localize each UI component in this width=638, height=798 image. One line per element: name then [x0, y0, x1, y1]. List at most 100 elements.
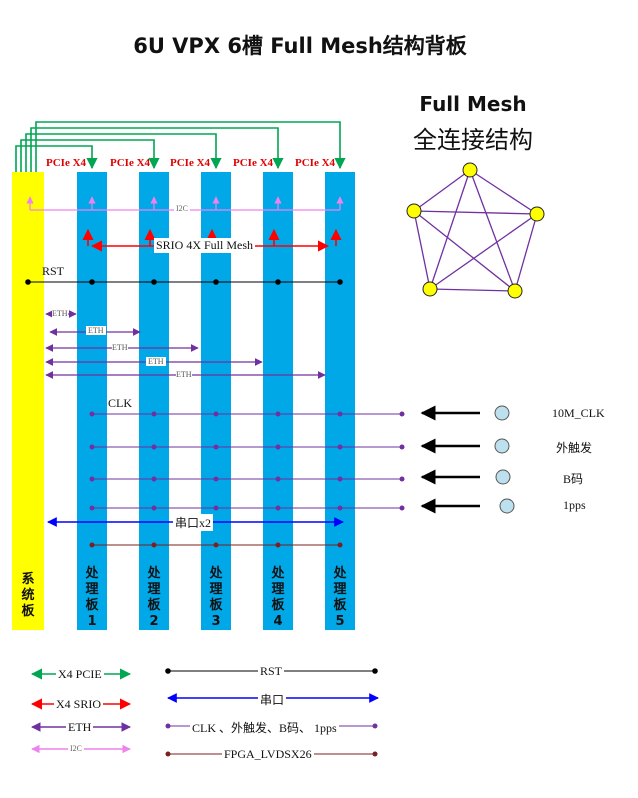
pcie-route-2	[20, 139, 160, 172]
clk-dot	[275, 411, 281, 417]
lvds-dot	[337, 542, 343, 548]
legend-label-i2c: I2C	[68, 744, 84, 753]
pps-dot	[213, 505, 219, 511]
legend-label-uart: 串口	[258, 691, 287, 708]
pcie-routing	[15, 121, 346, 172]
clk-dot	[399, 411, 405, 417]
rst-dot-5	[337, 279, 343, 285]
input-node-1	[494, 405, 510, 421]
processor-board-5	[325, 172, 355, 630]
pcie-route-4	[30, 127, 284, 172]
legend-label-srio: X4 SRIO	[54, 697, 104, 712]
lvds-bus	[89, 542, 343, 548]
legend-dot-clk	[372, 723, 378, 729]
bcode-dot	[89, 476, 95, 482]
bcode-dot	[275, 476, 281, 482]
mesh-edge	[429, 288, 516, 292]
lvds-dot	[89, 542, 95, 548]
bcode-dot	[213, 476, 219, 482]
pcie-route-3	[25, 133, 222, 172]
rst-dot-4	[275, 279, 281, 285]
input-label-3: B码	[563, 472, 584, 486]
rst-dot-3	[213, 279, 219, 285]
clk-dot	[213, 411, 219, 417]
rst-dot-1	[89, 279, 95, 285]
pps-dot	[89, 505, 95, 511]
pps-dot	[151, 505, 157, 511]
mesh-title: Full Mesh	[419, 92, 527, 116]
legend-dot-lvds	[165, 751, 171, 757]
processor-board-4	[263, 172, 293, 630]
mesh-edge	[429, 213, 538, 290]
i2c-label: I2C	[174, 204, 190, 213]
rst-dot-2	[151, 279, 157, 285]
input-node-2	[494, 438, 510, 454]
pcie-label-4: PCIe X4	[233, 157, 274, 169]
mesh-edge	[413, 169, 471, 212]
srio-label: SRIO 4X Full Mesh	[154, 238, 256, 253]
mesh-edge	[429, 169, 471, 290]
mesh-node	[406, 203, 422, 219]
pcie-route-5	[35, 121, 346, 172]
external-inputs	[420, 405, 515, 514]
trig-dot	[89, 444, 95, 450]
mesh-subtitle: 全连接结构	[413, 126, 533, 154]
mesh-node	[422, 281, 438, 297]
uart-label: 串口x2	[173, 514, 214, 531]
legend-dot-rst	[372, 668, 378, 674]
legend-dot-rst	[165, 668, 171, 674]
eth-label-a: ETH	[52, 309, 68, 318]
trig-dot	[275, 444, 281, 450]
lvds-dot	[213, 542, 219, 548]
trig-dot	[213, 444, 219, 450]
pcie-label-5: PCIe X4	[295, 157, 336, 169]
pcie-label-1: PCIe X4	[46, 157, 87, 169]
pps-dot	[399, 505, 405, 511]
lvds-dot	[275, 542, 281, 548]
mesh-edge	[413, 210, 431, 290]
legend-label-rst: RST	[258, 664, 285, 679]
legend-label-eth: ETH	[66, 720, 94, 735]
full-mesh-nodes	[406, 162, 545, 299]
input-node-4	[499, 498, 515, 514]
diagram-title: 6U VPX 6槽 Full Mesh结构背板	[133, 34, 467, 58]
clk-label: CLK	[108, 396, 132, 410]
mesh-edge	[469, 169, 516, 292]
legend-label-lvds: FPGA_LVDSX26	[222, 747, 314, 762]
pps-dot	[275, 505, 281, 511]
input-label-2: 外触发	[556, 441, 593, 455]
trig-dot	[399, 444, 405, 450]
pcie-route-1	[15, 145, 98, 172]
legend-label-clk: CLK 、外触发、B码、 1pps	[190, 719, 339, 736]
pps-dot	[337, 505, 343, 511]
mesh-edge	[514, 213, 538, 292]
clk-buses	[89, 411, 405, 511]
system-board	[12, 172, 44, 630]
input-node-3	[495, 469, 511, 485]
input-label-1: 10M_CLK	[552, 406, 605, 420]
mesh-node	[529, 206, 545, 222]
clk-dot	[337, 411, 343, 417]
lvds-dot	[151, 542, 157, 548]
pcie-label-2: PCIe X4	[110, 157, 151, 169]
rst-bus	[25, 279, 343, 285]
processor-board-1	[77, 172, 107, 630]
eth-label-c: ETH	[112, 343, 128, 352]
eth-label-b: ETH	[86, 326, 106, 335]
legend-dot-lvds	[372, 751, 378, 757]
clk-dot	[89, 411, 95, 417]
bcode-dot	[399, 476, 405, 482]
mesh-node	[507, 283, 523, 299]
mesh-node	[462, 162, 478, 178]
bcode-dot	[337, 476, 343, 482]
rst-dot-sys	[25, 279, 31, 285]
bcode-dot	[151, 476, 157, 482]
full-mesh-graph	[413, 169, 538, 292]
system-board-label: 系统板	[21, 572, 35, 619]
